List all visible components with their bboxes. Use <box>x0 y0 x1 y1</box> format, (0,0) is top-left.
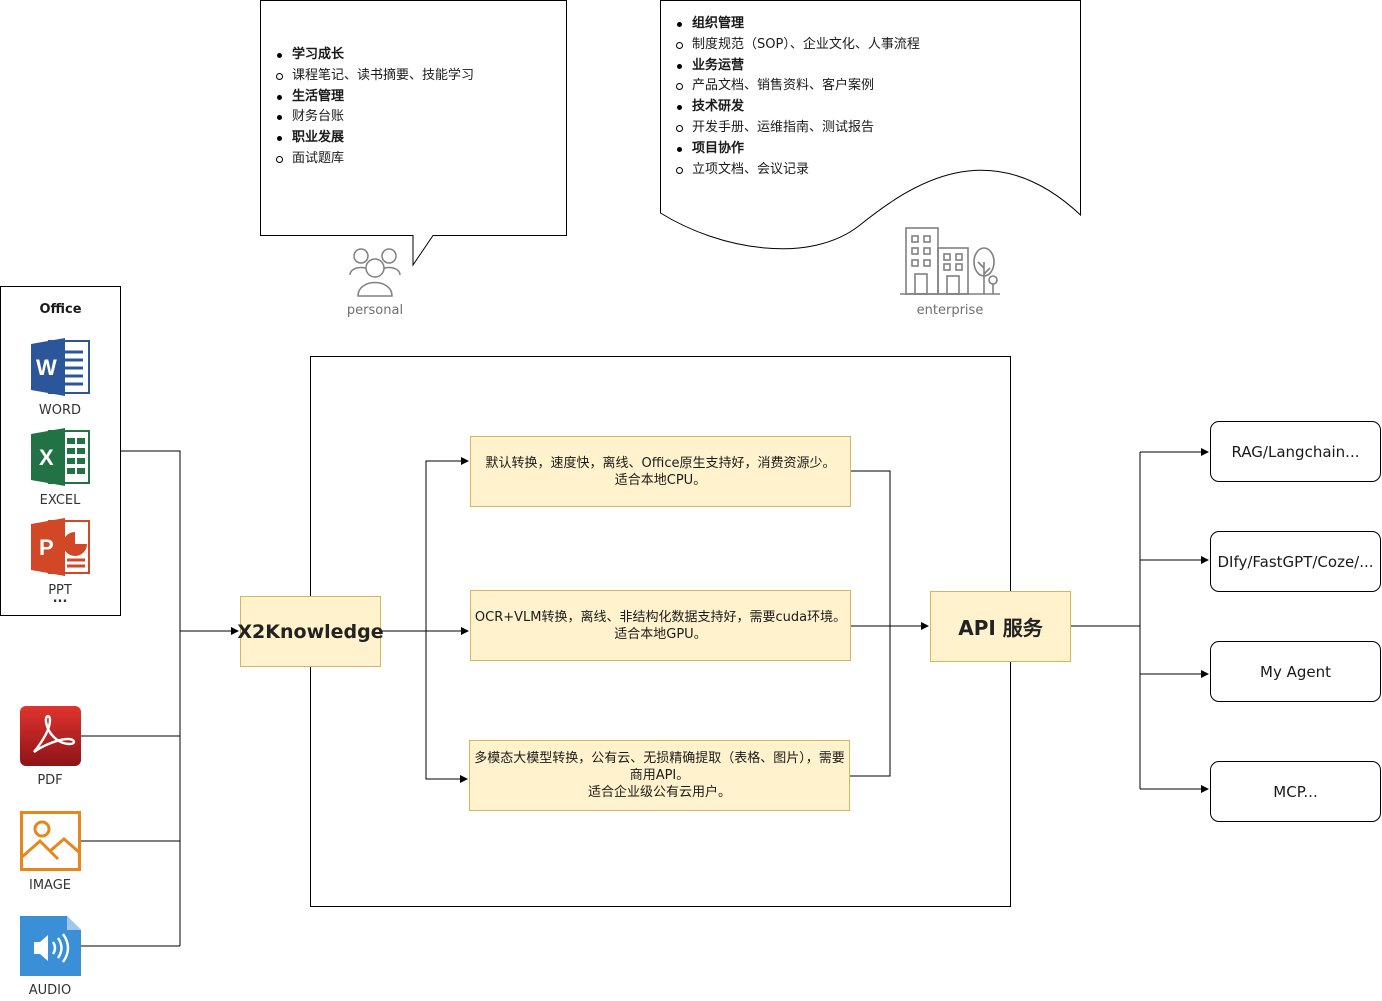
word-label: WORD <box>38 403 82 418</box>
svg-text:X: X <box>39 445 54 470</box>
audio-file-icon <box>20 916 81 976</box>
enterprise-category-heading: 业务运营 <box>660 56 1060 77</box>
office-title: Office <box>39 302 82 317</box>
enterprise-category-heading: 组织管理 <box>660 14 1060 35</box>
gpu-conversion-method: OCR+VLM转换，离线、非结构化数据支持好，需要cuda环境。 适合本地GPU… <box>470 590 851 661</box>
personal-category-heading: 财务台账 <box>260 107 560 128</box>
personal-category-list: 学习成长课程笔记、读书摘要、技能学习生活管理财务台账职业发展面试题库 <box>260 45 560 170</box>
word-document-icon: W <box>31 338 90 396</box>
cpu-conversion-method: 默认转换，速度快，离线、Office原生支持好，消费资源少。 适合本地CPU。 <box>470 436 851 507</box>
enterprise-detail-item: 制度规范（SOP）、企业文化、人事流程 <box>660 35 1060 56</box>
image-label: IMAGE <box>28 878 71 893</box>
office-more-ellipsis: ... <box>52 591 68 606</box>
personal-category-heading: 学习成长 <box>260 45 560 66</box>
excel-label: EXCEL <box>39 493 81 508</box>
image-file-icon <box>20 811 81 871</box>
pdf-label: PDF <box>37 773 63 788</box>
enterprise-category-heading: 项目协作 <box>660 139 1060 160</box>
excel-spreadsheet-icon: X <box>31 428 90 486</box>
svg-text:W: W <box>36 355 57 380</box>
api-service-node: API 服务 <box>930 591 1071 662</box>
svg-text:P: P <box>39 535 54 560</box>
enterprise-label: enterprise <box>916 303 984 318</box>
personal-label: personal <box>346 303 404 318</box>
enterprise-document-shape <box>660 0 1081 250</box>
enterprise-detail-item: 立项文档、会议记录 <box>660 160 1060 181</box>
enterprise-detail-item: 开发手册、运维指南、测试报告 <box>660 118 1060 139</box>
cloud-conversion-method: 多模态大模型转换，公有云、无损精确提取（表格、图片），需要商用API。 适合企业… <box>469 740 850 811</box>
enterprise-buildings-icon <box>900 227 1000 295</box>
powerpoint-presentation-icon: P <box>31 518 90 576</box>
personal-users-icon <box>349 248 401 297</box>
personal-callout-bubble <box>260 0 567 267</box>
ppt-label: PPT <box>48 583 72 598</box>
personal-detail-item: 课程笔记、读书摘要、技能学习 <box>260 66 560 87</box>
mcp-output: MCP... <box>1210 761 1381 822</box>
personal-detail-item: 面试题库 <box>260 149 560 170</box>
rag-langchain-output: RAG/Langchain... <box>1210 421 1381 482</box>
personal-category-heading: 生活管理 <box>260 87 560 108</box>
enterprise-detail-item: 产品文档、销售资料、客户案例 <box>660 76 1060 97</box>
dify-fastgpt-coze-output: DIfy/FastGPT/Coze/... <box>1210 531 1381 592</box>
enterprise-category-list: 组织管理制度规范（SOP）、企业文化、人事流程业务运营产品文档、销售资料、客户案… <box>660 14 1060 180</box>
my-agent-output: My Agent <box>1210 641 1381 702</box>
pdf-file-icon <box>20 706 81 766</box>
x2knowledge-node: X2Knowledge <box>237 596 384 667</box>
enterprise-category-heading: 技术研发 <box>660 97 1060 118</box>
personal-category-heading: 职业发展 <box>260 128 560 149</box>
audio-label: AUDIO <box>28 983 72 998</box>
